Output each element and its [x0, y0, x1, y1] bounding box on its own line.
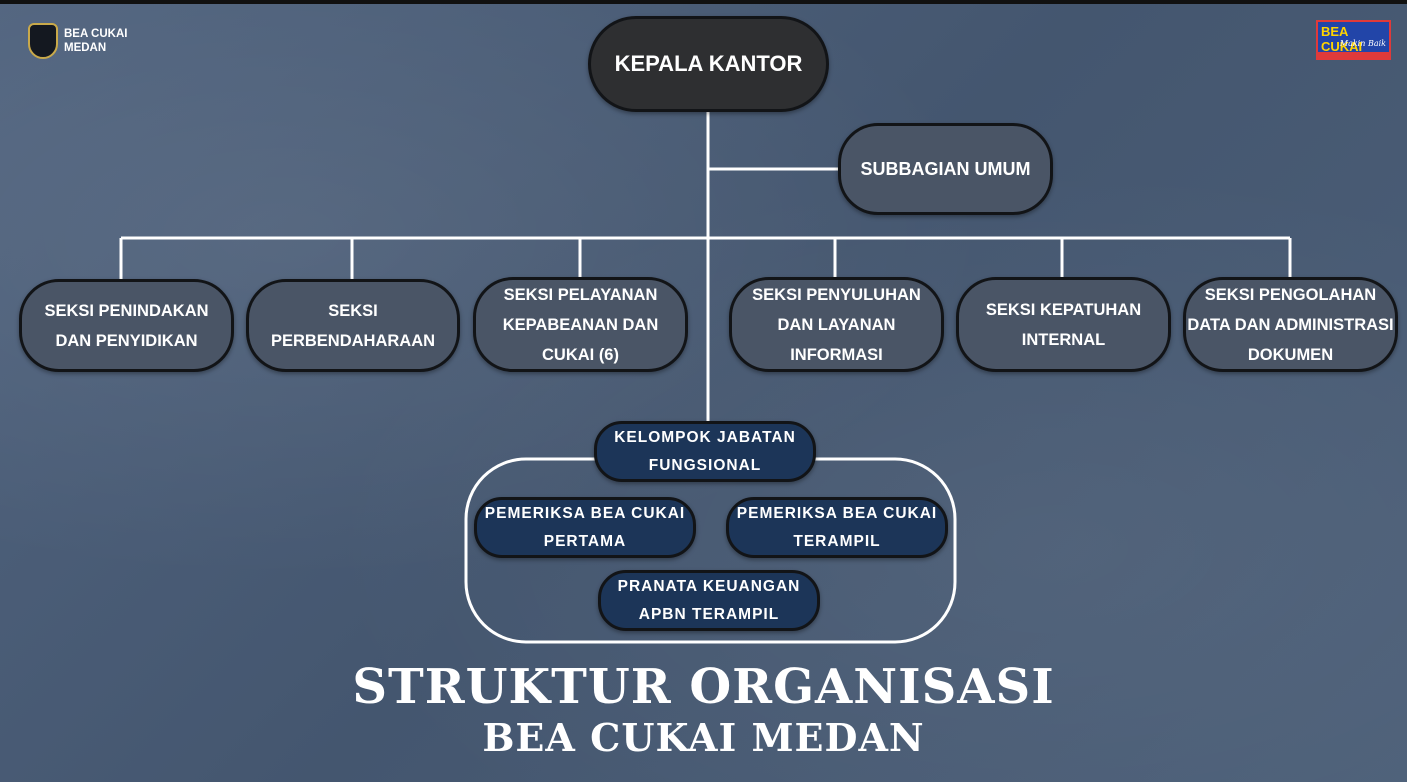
node-label: SEKSI PENYULUHAN DAN LAYANAN INFORMASI: [752, 285, 921, 364]
node-seksi-penindakan: SEKSI PENINDAKAN DAN PENYIDIKAN: [19, 279, 234, 372]
shield-emblem-icon: [28, 23, 58, 59]
brand-tagline: Makin Baik: [1339, 39, 1386, 48]
node-label: SEKSI PELAYANAN KEPABEANAN DAN CUKAI (6): [502, 285, 659, 364]
node-label: PRANATA KEUANGAN APBN TERAMPIL: [617, 577, 801, 623]
page-subtitle: BEA CUKAI MEDAN: [482, 715, 925, 760]
node-label: SEKSI PERBENDAHARAAN: [270, 301, 436, 350]
node-pemeriksa-terampil: PEMERIKSA BEA CUKAI TERAMPIL: [726, 497, 948, 558]
node-label: PEMERIKSA BEA CUKAI TERAMPIL: [736, 504, 938, 550]
node-kelompok-jabatan-fungsional: KELOMPOK JABATAN FUNGSIONAL: [594, 421, 816, 482]
node-label: SEKSI PENGOLAHAN DATA DAN ADMINISTRASI D…: [1187, 285, 1394, 364]
node-seksi-pelayanan: SEKSI PELAYANAN KEPABEANAN DAN CUKAI (6): [473, 277, 688, 372]
brand-stripe: [1318, 52, 1389, 58]
bea-cukai-brand-logo: BEA CUKAI Makin Baik: [1316, 20, 1391, 60]
node-seksi-pengolahan: SEKSI PENGOLAHAN DATA DAN ADMINISTRASI D…: [1183, 277, 1398, 372]
node-label: SEKSI PENINDAKAN DAN PENYIDIKAN: [44, 301, 209, 350]
node-label: SUBBAGIAN UMUM: [860, 158, 1031, 179]
node-subbagian-umum: SUBBAGIAN UMUM: [838, 123, 1053, 215]
node-seksi-perbendaharaan: SEKSI PERBENDAHARAAN: [246, 279, 460, 372]
node-label: KELOMPOK JABATAN FUNGSIONAL: [614, 428, 796, 474]
node-label: SEKSI KEPATUHAN INTERNAL: [985, 300, 1142, 349]
node-label: KEPALA KANTOR: [614, 51, 803, 76]
node-pemeriksa-pertama: PEMERIKSA BEA CUKAI PERTAMA: [474, 497, 696, 558]
brand-name: BEA CUKAI: [1321, 24, 1363, 54]
node-pranata-keuangan: PRANATA KEUANGAN APBN TERAMPIL: [598, 570, 820, 631]
node-seksi-penyuluhan: SEKSI PENYULUHAN DAN LAYANAN INFORMASI: [729, 277, 944, 372]
logo-left-text: BEA CUKAI MEDAN: [64, 28, 128, 54]
node-label: PEMERIKSA BEA CUKAI PERTAMA: [484, 504, 686, 550]
node-kepala-kantor: KEPALA KANTOR: [588, 16, 829, 112]
page-title: STRUKTUR ORGANISASI: [352, 659, 1055, 715]
bea-cukai-medan-logo: BEA CUKAI MEDAN: [28, 23, 127, 59]
top-border: [0, 0, 1407, 4]
node-seksi-kepatuhan: SEKSI KEPATUHAN INTERNAL: [956, 277, 1171, 372]
